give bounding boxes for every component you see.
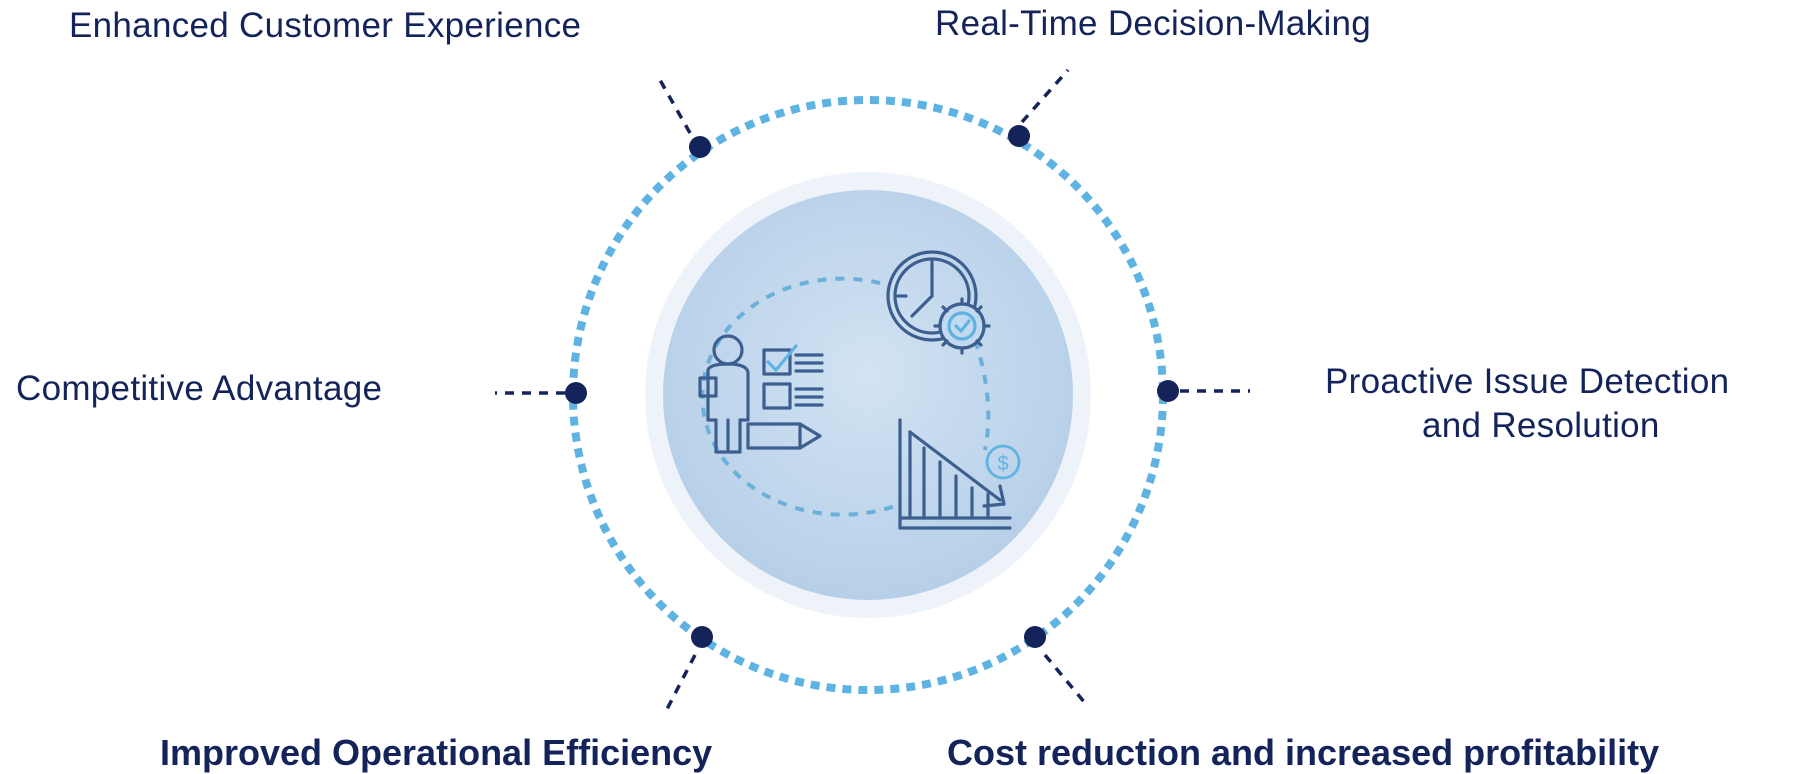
clock-gear-icon	[886, 250, 991, 355]
benefit-real-time-decision-making: Real-Time Decision-Making	[935, 4, 1372, 43]
benefit-proactive-issue-detection: Proactive Issue Detection	[1325, 362, 1730, 401]
benefit-enhanced-customer-experience: Enhanced Customer Experience	[69, 6, 582, 45]
connector-top-left	[658, 79, 692, 134]
benefit-cost-reduction-profitability: Cost reduction and increased profitabili…	[947, 732, 1660, 773]
node-bottom-left	[691, 626, 713, 648]
node-bottom-right	[1024, 626, 1046, 648]
benefit-competitive-advantage: Competitive Advantage	[16, 369, 383, 408]
node-left	[565, 382, 587, 404]
node-top-left	[689, 136, 711, 158]
inner-cycle-arc	[700, 276, 896, 517]
center-disc	[663, 190, 1073, 600]
benefit-proactive-issue-resolution: and Resolution	[1422, 406, 1660, 445]
svg-text:$: $	[997, 453, 1008, 475]
declining-chart-icon	[898, 418, 1012, 530]
connector-bottom-left	[663, 654, 697, 714]
node-right	[1157, 380, 1179, 402]
dollar-coin-icon: $	[985, 444, 1021, 480]
connector-top-right	[1020, 68, 1070, 124]
inner-cycle-arc-right	[973, 339, 991, 451]
benefit-improved-operational-efficiency: Improved Operational Efficiency	[160, 732, 713, 773]
node-top-right	[1008, 125, 1030, 147]
connector-bottom-right	[1043, 653, 1087, 705]
person-checklist-icon	[698, 334, 824, 454]
